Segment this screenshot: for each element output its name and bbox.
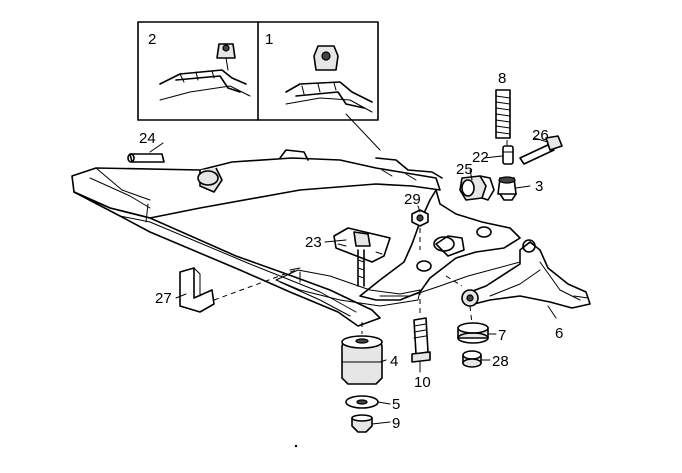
bolt-part-10 [411,290,431,363]
callout-7: 7 [498,327,506,344]
bush-part-7 [457,322,489,344]
inset-label-1: 1 [265,31,273,48]
callout-26: 26 [532,127,549,144]
callout-leaders [149,137,557,425]
inset-leader-line [345,113,381,151]
bolt-part-26 [519,135,563,165]
callout-10: 10 [414,374,431,391]
callout-6: 6 [555,325,563,342]
pin-part-22 [502,145,514,165]
subframe-body [71,149,521,327]
inset-detail-left [159,43,251,101]
washer-part-5 [345,395,379,409]
callout-9: 9 [392,415,400,432]
callout-24: 24 [139,130,156,147]
callout-8: 8 [498,70,506,87]
inset-detail-right [285,45,373,113]
nut-part-29 [411,209,429,227]
callout-29: 29 [404,191,421,208]
bracket-part-27 [179,267,215,313]
control-arm [461,239,591,309]
pin-part-24 [127,153,165,163]
callout-27: 27 [155,290,172,307]
nut-part-9 [351,414,373,433]
inset-label-2: 2 [148,31,156,48]
leader-dashed-27 [213,269,297,301]
callout-5: 5 [392,396,400,413]
callout-23: 23 [305,234,322,251]
callout-28: 28 [492,353,509,370]
callout-22: 22 [472,149,489,166]
bracket-part-23 [333,227,391,287]
rubber-mount-part-4 [341,322,383,385]
detail-inset: 2 1 [137,21,381,151]
leader-dashed-arm [445,275,463,287]
stud-part-8 [495,89,511,139]
bushing-part-25 [459,175,495,201]
callout-3: 3 [535,178,543,195]
leader-dashed-7 [469,305,473,325]
callout-4: 4 [390,353,398,370]
washer-part-28 [462,350,482,368]
bush-part-3 [497,176,517,201]
callout-25: 25 [456,161,473,178]
stray-dot [294,444,298,448]
